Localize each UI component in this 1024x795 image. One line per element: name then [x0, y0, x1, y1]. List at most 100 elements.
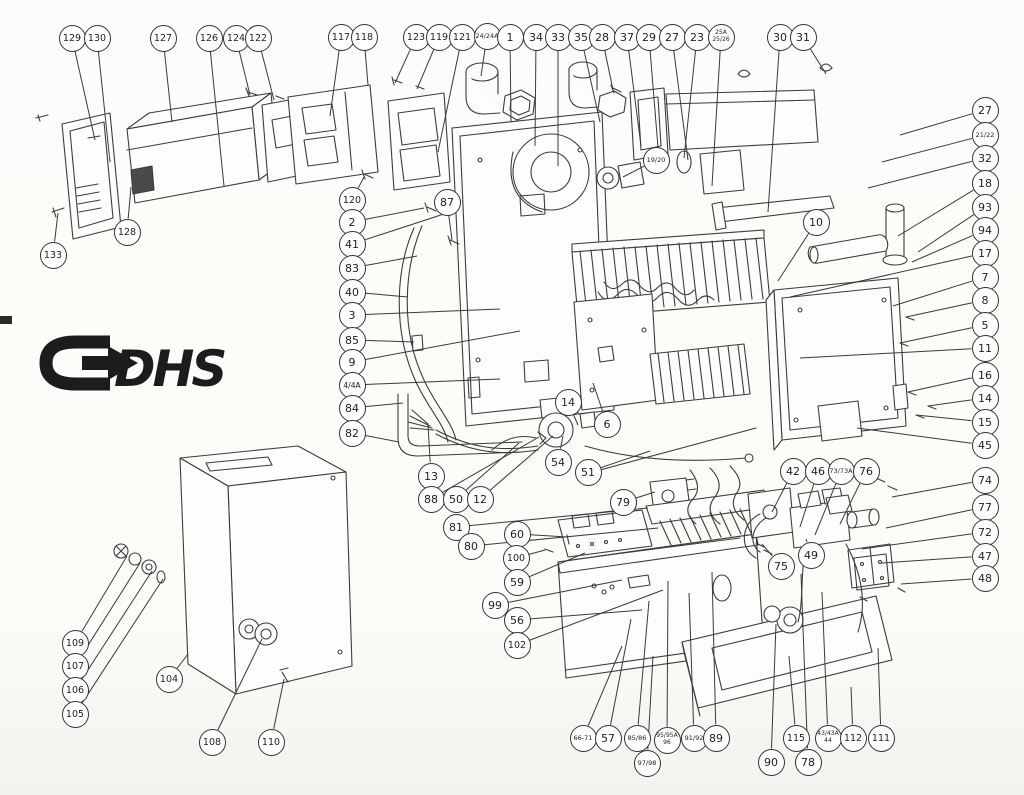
leader-line-3	[365, 308, 501, 315]
leader-line-57	[610, 618, 632, 725]
callout-78: 78	[794, 748, 822, 776]
leader-line-89	[711, 571, 717, 725]
leader-line-110	[273, 678, 285, 729]
leader-line-88	[442, 436, 540, 493]
leader-line-126	[209, 51, 225, 187]
callout-12: 12	[466, 485, 494, 513]
leader-line-108	[217, 638, 263, 731]
leader-line-59	[529, 552, 586, 578]
leader-line-4-4a	[365, 378, 501, 385]
control-frame-117	[287, 84, 379, 185]
leader-line-87	[448, 215, 453, 241]
burner-support	[649, 343, 751, 405]
callout-127: 127	[149, 24, 177, 52]
callout-77: 77	[971, 493, 999, 521]
leader-line-41	[364, 212, 448, 241]
dhs-logo: DHS	[39, 335, 228, 398]
leader-line-128	[127, 186, 132, 219]
leader-line-31	[809, 48, 827, 75]
leader-line-10	[777, 233, 810, 282]
control-pcb	[557, 509, 653, 558]
leader-line-104	[176, 653, 189, 669]
callout-76: 76	[852, 457, 880, 485]
leader-line-17	[789, 255, 972, 298]
leader-line-48	[900, 578, 972, 585]
callout-82: 82	[338, 419, 366, 447]
leader-line-124	[238, 50, 251, 96]
leader-line-95-95a-96	[666, 580, 669, 727]
leader-line-47	[881, 556, 972, 564]
leader-line-24-24a	[480, 49, 486, 77]
callout-33: 33	[544, 23, 572, 51]
leader-line-109	[81, 555, 128, 632]
callout-27-top: 27	[658, 23, 686, 51]
leader-line-106	[81, 570, 153, 679]
leader-line-9	[365, 330, 521, 361]
callout-45: 45	[971, 431, 999, 459]
leader-line-129	[74, 51, 96, 141]
leader-line-112	[850, 686, 853, 725]
callout-18: 18	[971, 169, 999, 197]
leader-line-117	[329, 50, 340, 117]
leader-line-13	[427, 424, 431, 463]
callout-104: 104	[155, 665, 183, 693]
callout-1: 1	[496, 23, 524, 51]
callout-14-right: 14	[971, 384, 999, 412]
callout-10: 10	[802, 208, 830, 236]
leader-line-82	[365, 435, 400, 443]
callout-50: 50	[442, 485, 470, 513]
leader-line-6	[592, 382, 604, 412]
leader-line-66-71	[587, 645, 623, 726]
callout-80: 80	[457, 532, 485, 560]
leader-line-74	[891, 481, 972, 498]
callout-105: 105	[61, 700, 89, 728]
leader-line-76	[839, 482, 861, 525]
tall-pipe	[882, 203, 908, 266]
callout-102: 102	[503, 631, 531, 659]
callout-110: 110	[257, 728, 285, 756]
leader-line-102	[529, 589, 664, 641]
leader-line-84	[365, 402, 404, 408]
leader-line-28	[604, 50, 614, 91]
leader-line-133	[54, 212, 59, 242]
leader-line-7	[892, 280, 973, 307]
callout-123: 123	[402, 23, 430, 51]
leader-line-56	[530, 609, 643, 620]
leader-line-100	[528, 549, 546, 555]
burner-manifold	[645, 465, 771, 546]
leader-line-118	[364, 50, 369, 86]
callout-56: 56	[503, 606, 531, 634]
leader-line-19-20	[622, 165, 645, 178]
callout-84: 84	[338, 394, 366, 422]
callout-11: 11	[971, 334, 999, 362]
callout-126: 126	[195, 24, 223, 52]
leader-line-8	[905, 302, 972, 318]
callout-42: 42	[779, 457, 807, 485]
leader-line-60	[530, 534, 568, 538]
callout-89: 89	[702, 724, 730, 752]
callout-100: 100	[502, 544, 530, 572]
blower-motor	[596, 161, 645, 190]
callout-88: 88	[417, 485, 445, 513]
leader-line-85-86	[637, 600, 650, 725]
callout-57: 57	[594, 724, 622, 752]
callout-85-86: 85/86	[623, 724, 651, 752]
callout-112: 112	[839, 724, 867, 752]
callout-27-right: 27	[971, 96, 999, 124]
callout-72: 72	[971, 518, 999, 546]
leader-line-122	[260, 50, 275, 101]
leader-line-34	[534, 50, 537, 147]
callout-129: 129	[58, 24, 86, 52]
leader-line-21-22	[881, 137, 973, 163]
leader-line-127	[163, 51, 173, 123]
callout-13: 13	[417, 462, 445, 490]
callout-60: 60	[503, 520, 531, 548]
leader-line-99	[508, 579, 623, 603]
leader-line-46	[799, 483, 815, 528]
leader-line-120	[357, 176, 365, 189]
callout-54: 54	[544, 448, 572, 476]
callout-49: 49	[797, 541, 825, 569]
callout-5: 5	[971, 311, 999, 339]
